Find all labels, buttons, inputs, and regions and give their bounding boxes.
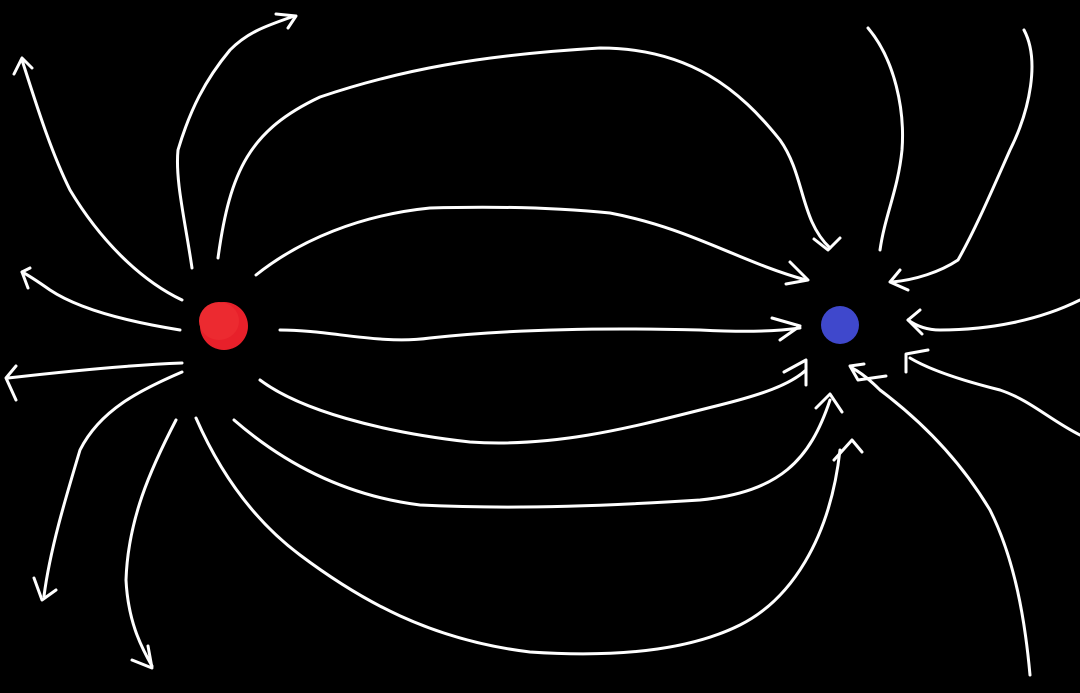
arrowhead-between-3 (770, 316, 802, 342)
field-line-between-1 (216, 46, 832, 260)
field-line-inward-1 (866, 26, 904, 252)
positive-charge (199, 302, 248, 350)
arrowhead-between-4 (782, 358, 808, 387)
field-line-inward-2 (890, 28, 1034, 284)
arrowhead-inward-3 (906, 308, 924, 336)
field-line-inward-3 (906, 298, 1080, 332)
arrowhead-outward-4 (32, 576, 58, 602)
field-line-inward-5 (850, 366, 1032, 677)
field-line-inward-4 (908, 356, 1080, 437)
arrowhead-outward-1 (12, 56, 34, 76)
arrowhead-outward-2 (20, 266, 32, 290)
field-line-outward-1 (20, 58, 184, 302)
field-line-between-3 (278, 326, 802, 342)
arrowhead-inward-5 (848, 362, 888, 382)
arrowhead-between-6 (832, 438, 864, 462)
arrowhead-outward-3 (4, 364, 18, 402)
field-line-outward-5 (124, 418, 178, 668)
arrowhead-inward-4 (904, 348, 930, 374)
field-line-between-6 (194, 416, 842, 656)
arrowhead-outward-5 (130, 644, 154, 670)
positive-charge-highlight (199, 302, 239, 340)
arrowhead-between-5 (814, 392, 844, 414)
negative-charge (821, 306, 859, 344)
arrowhead-outward-top (274, 12, 298, 30)
field-line-between-4 (258, 368, 808, 445)
field-line-between-7 (175, 14, 296, 270)
field-line-between-2 (254, 205, 808, 282)
arrowhead-between-2 (784, 260, 810, 286)
field-line-outward-4 (42, 370, 184, 598)
field-line-outward-2 (20, 270, 182, 332)
field-line-between-5 (232, 398, 832, 509)
field-line-outward-3 (6, 361, 184, 380)
arrowhead-inward-2 (888, 268, 910, 292)
arrowhead-between-1 (812, 236, 842, 252)
negative-charge-dot (821, 306, 859, 344)
